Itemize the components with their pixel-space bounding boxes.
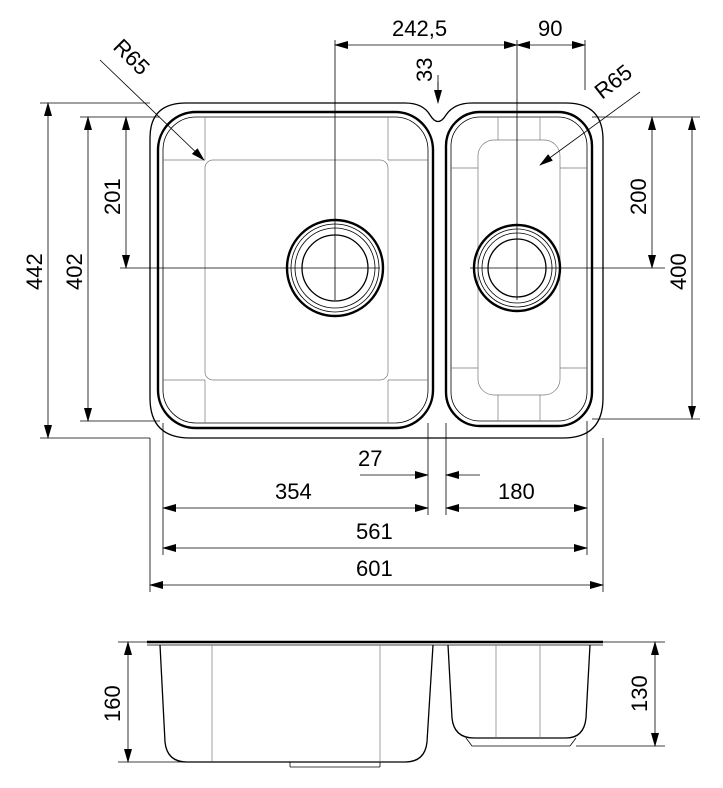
dim-small-bowl-offset: 90 (538, 16, 562, 41)
dimension-lines (40, 40, 700, 592)
dim-small-bowl-width: 180 (498, 479, 535, 504)
dim-large-bowl-height: 402 (62, 253, 87, 290)
dim-left-radius: R65 (108, 34, 154, 80)
sink-rim-outline (149, 102, 604, 439)
dim-divider-width: 27 (358, 446, 382, 471)
dim-large-bowl-depth: 160 (100, 685, 125, 722)
dim-large-bowl-width: 354 (275, 479, 312, 504)
dim-outer-height: 442 (22, 253, 47, 290)
dim-rim-gap: 33 (412, 58, 437, 82)
dim-top-center-distance: 242,5 (392, 16, 447, 41)
small-bowl (444, 110, 594, 428)
dim-small-drain-to-edge: 200 (626, 178, 651, 215)
dim-inner-total-width: 561 (356, 519, 393, 544)
sink-side-view (118, 640, 665, 768)
dimension-labels: 242,5 90 33 R65 R65 442 402 201 200 400 … (22, 16, 691, 722)
dim-small-bowl-depth: 130 (627, 675, 652, 712)
dim-right-radius: R65 (590, 59, 637, 104)
sink-top-view (120, 40, 665, 439)
dim-small-bowl-height: 400 (666, 253, 691, 290)
dim-large-drain-to-edge: 201 (100, 178, 125, 215)
large-bowl (156, 110, 435, 430)
dim-outer-total-width: 601 (356, 556, 393, 581)
